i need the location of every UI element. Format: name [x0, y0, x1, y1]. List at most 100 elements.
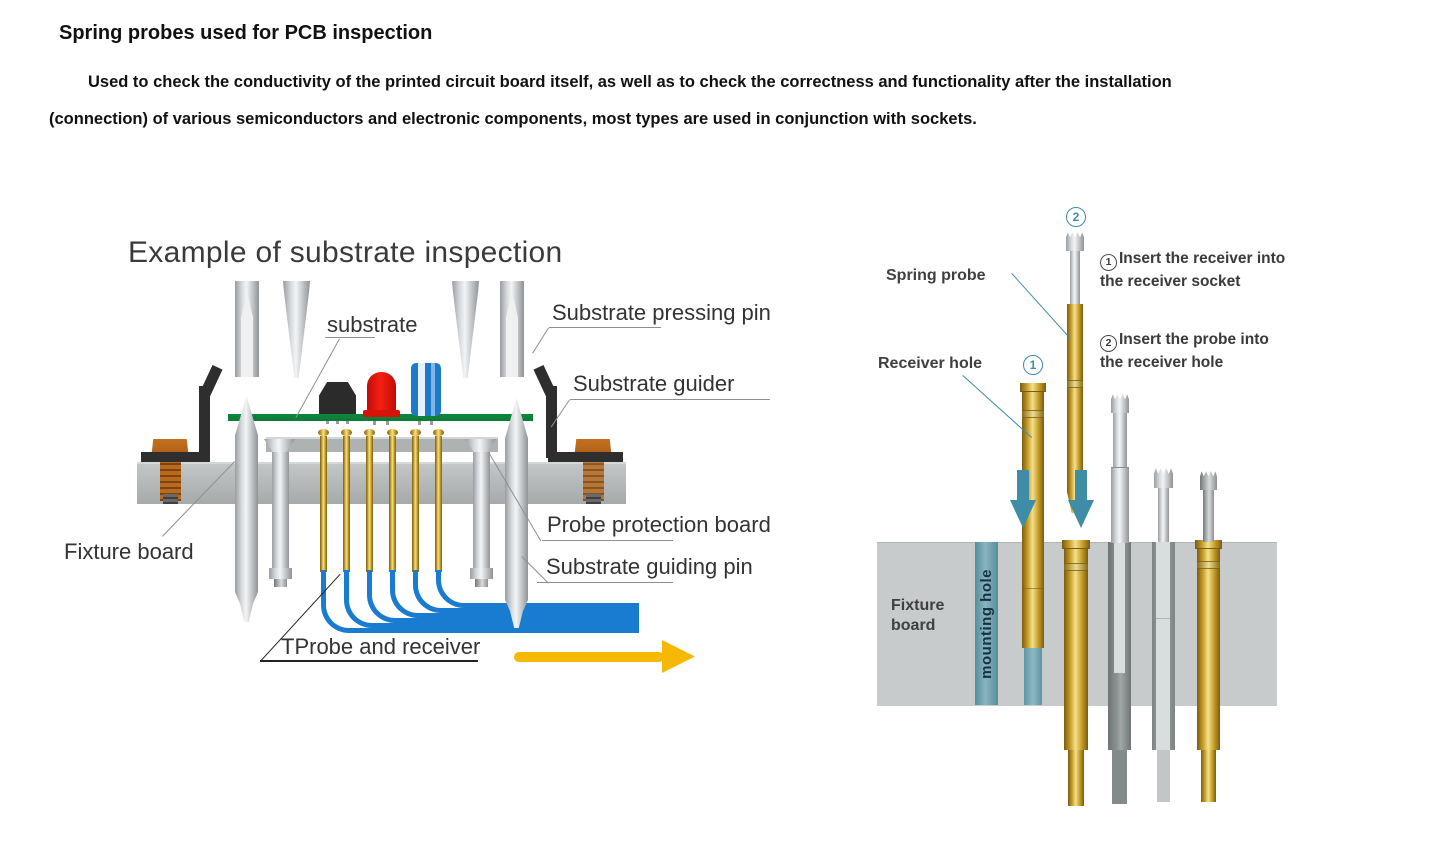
- substrate-pressing-pin: [500, 281, 524, 377]
- probe-protection-board: [266, 437, 498, 452]
- fixture-board: [137, 462, 626, 504]
- label-tprobe-receiver: TProbe and receiver: [281, 634, 481, 659]
- left-diagram-title: Example of substrate inspection: [128, 236, 563, 269]
- mounting-hole-label: mounting hole: [978, 568, 995, 679]
- capacitor-body: [411, 363, 441, 416]
- receiver-rim: [1195, 540, 1222, 549]
- direction-arrow-shaft: [514, 652, 664, 662]
- mounting-hole: mounting hole: [975, 542, 998, 705]
- countersunk-pin-tip-right: [475, 579, 488, 587]
- guider-top-left: [199, 364, 223, 399]
- countersunk-pin-tip-left: [274, 579, 287, 587]
- label-pressing-pin-underline: [549, 327, 661, 328]
- guiding-pin-tip-left: [235, 592, 258, 622]
- label-guiding-pin: Substrate guiding pin: [546, 554, 753, 579]
- led-flange: [363, 410, 400, 417]
- guider-vertical-right: [546, 386, 557, 458]
- substrate-guiding-pin-right: [505, 398, 528, 600]
- receiver-tube: [1197, 540, 1220, 750]
- label-protection-board: Probe protection board: [547, 512, 771, 537]
- label-substrate-underline: [325, 337, 375, 338]
- insert-arrow-shaft: [1017, 470, 1029, 500]
- receiver-ring: [1022, 410, 1044, 418]
- capacitor-stripe: [418, 363, 425, 416]
- label-pressing-pin-leader: [532, 327, 549, 354]
- screw-tip-left: [163, 494, 178, 504]
- label-fixture-board-right: Fixture board: [891, 597, 945, 634]
- intro-paragraph: Used to check the conductivity of the pr…: [49, 64, 1389, 138]
- guider-vertical-left: [199, 386, 210, 458]
- probe-wire: [367, 570, 639, 623]
- transistor-body: [319, 382, 356, 414]
- led-body: [367, 372, 396, 412]
- receiver-ring: [1064, 563, 1088, 571]
- substrate-pressing-pin-conical: [452, 281, 479, 378]
- receiver-rim: [1062, 540, 1090, 549]
- receiver-joint: [1022, 588, 1044, 589]
- label-guider-underline: [570, 399, 770, 400]
- silver-probe-crown: [1111, 394, 1129, 413]
- probe-wire: [436, 570, 639, 608]
- countersunk-pin-shaft-left: [272, 452, 289, 568]
- gold-probe: [389, 436, 396, 572]
- pressing-pin-core: [506, 292, 518, 377]
- guider-top-right: [533, 364, 557, 399]
- label-spring-probe: Spring probe: [886, 267, 986, 284]
- probe-wire: [413, 570, 639, 613]
- gold-probe: [435, 436, 442, 572]
- probe-head: [364, 429, 375, 436]
- countersunk-pin-flare-right: [465, 439, 496, 452]
- substrate-pressing-pin: [235, 281, 259, 377]
- probe-head: [318, 429, 329, 436]
- direction-arrow-head: [662, 640, 695, 673]
- intro-line-1: Used to check the conductivity of the pr…: [88, 73, 1172, 91]
- gold-probe: [320, 436, 327, 572]
- receiver-ring: [1197, 561, 1220, 569]
- receiver-inner-probe: [1156, 542, 1170, 750]
- spring-probe-barrel: [1067, 304, 1083, 492]
- label-substrate: substrate: [327, 312, 418, 337]
- page-title: Spring probes used for PCB inspection: [59, 22, 433, 44]
- probe-head: [410, 429, 421, 436]
- substrate-pressing-pin-conical: [283, 281, 310, 378]
- substrate-pcb: [228, 414, 533, 421]
- substrate-guiding-pin-left: [235, 396, 258, 592]
- spring-probe-plunger: [1070, 251, 1080, 305]
- receiver-tube: [1022, 383, 1044, 648]
- guider-foot-right: [548, 452, 623, 462]
- guider-foot-left: [141, 452, 210, 462]
- pressing-pin-core: [241, 292, 253, 377]
- step-2-text: Insert the probe into the receiver hole: [1100, 331, 1269, 371]
- receiver-inner-probe: [1114, 542, 1125, 673]
- label-protection-board-underline: [542, 540, 673, 541]
- screw-thread-left: [160, 459, 181, 501]
- probe-head: [387, 429, 398, 436]
- probe-head: [433, 429, 444, 436]
- probe-wire: [321, 570, 639, 633]
- spring-probe-crown: [1066, 232, 1084, 251]
- label-fixture-board: Fixture board: [64, 539, 194, 564]
- label-pressing-pin: Substrate pressing pin: [552, 300, 771, 325]
- spring-probe-ring: [1067, 380, 1083, 388]
- screw-thread-right: [583, 459, 604, 501]
- silver-probe-shaft: [1113, 413, 1127, 467]
- silver-probe-shaft: [1158, 488, 1169, 542]
- label-guiding-pin-underline: [537, 582, 673, 583]
- step-1-number: 1: [1100, 254, 1117, 271]
- receiver-tail: [1068, 750, 1084, 806]
- receiver-tail-gray: [1112, 750, 1127, 804]
- silver-probe-sleeve: [1111, 467, 1129, 543]
- step-1-text: Insert the receiver into the receiver so…: [1100, 250, 1286, 290]
- insert-arrow-head: [1068, 500, 1094, 528]
- receiver-hole-cavity: [1024, 648, 1042, 705]
- screw-tip-right: [586, 494, 601, 504]
- step-2-number: 2: [1100, 335, 1117, 352]
- receiver-joint: [1156, 618, 1170, 619]
- probe-head: [341, 429, 352, 436]
- silver-probe-crown: [1200, 471, 1217, 490]
- label-receiver-hole: Receiver hole: [878, 355, 983, 372]
- gold-probe: [412, 436, 419, 572]
